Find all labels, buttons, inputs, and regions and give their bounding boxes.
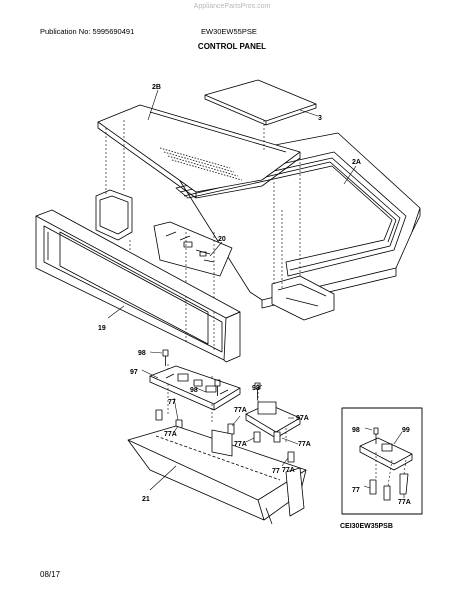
inset-callout-99: 99 [402,427,410,434]
page-title: CONTROL PANEL [197,42,267,51]
callout-97a: 97A [296,415,309,422]
inset-variant-drawing [341,407,423,515]
footer-date: 08/17 [40,570,61,579]
callout-98-left: 98 [138,350,146,357]
leader-lines [107,89,357,491]
watermark: AppliancePartsPros.com [193,3,271,10]
callout-19: 19 [98,325,106,332]
callout-77a-left: 77A [164,431,177,438]
inset-callout-98: 98 [352,427,360,434]
callout-98-center: 98 [190,387,198,394]
callout-97: 97 [130,369,138,376]
callout-3: 3 [318,115,322,122]
callout-77-bottom: 77 [272,468,280,475]
callout-77: 77 [168,399,176,406]
callout-20: 20 [218,236,226,243]
publication-number: Publication No: 5995690491 [40,27,135,36]
callout-21: 21 [142,496,150,503]
inset-model-code: CEI30EW35PSB [340,523,393,530]
screws-drawing [162,349,261,400]
control-panel-front-drawing [35,209,241,363]
backguard-panel-drawing [97,104,301,199]
callout-2a: 2A [352,159,361,166]
inset-callout-77a: 77A [398,499,411,506]
callout-2b: 2B [152,84,161,91]
bottom-tray-drawing [127,425,307,525]
callout-77a-top: 77A [234,407,247,414]
model-number: EW30EW55PSE [201,27,257,36]
inset-callout-77: 77 [352,487,360,494]
cover-plate-drawing [204,79,317,126]
callout-77a-bottom: 77A [282,467,295,474]
callout-98-right: 98 [252,385,260,392]
callout-77a-middle: 77A [234,441,247,448]
control-board-drawing [153,221,233,277]
relay-board-drawing [245,401,301,439]
callout-77a-right: 77A [298,441,311,448]
